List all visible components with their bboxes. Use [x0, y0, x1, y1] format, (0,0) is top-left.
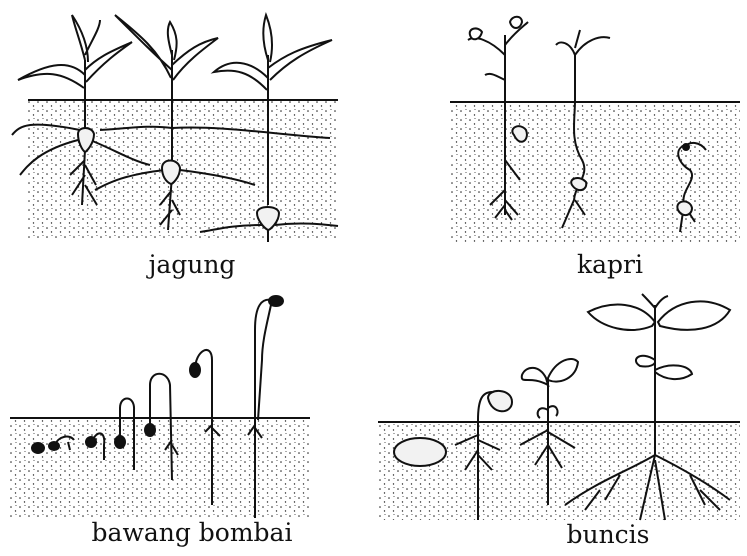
panel-kapri [450, 17, 740, 242]
panel-jagung [12, 15, 338, 242]
caption-buncis: buncis [478, 520, 738, 549]
caption-jagung: jagung [62, 250, 322, 279]
caption-bawang-bombai: bawang bombai [62, 518, 322, 547]
soil-kapri [450, 102, 740, 242]
soil-bawang [10, 418, 310, 518]
panel-bawang-bombai [10, 296, 310, 518]
caption-kapri: kapri [480, 250, 740, 279]
onion-seed-1 [32, 443, 44, 453]
bean-seed [394, 438, 446, 466]
panel-buncis [378, 294, 740, 520]
